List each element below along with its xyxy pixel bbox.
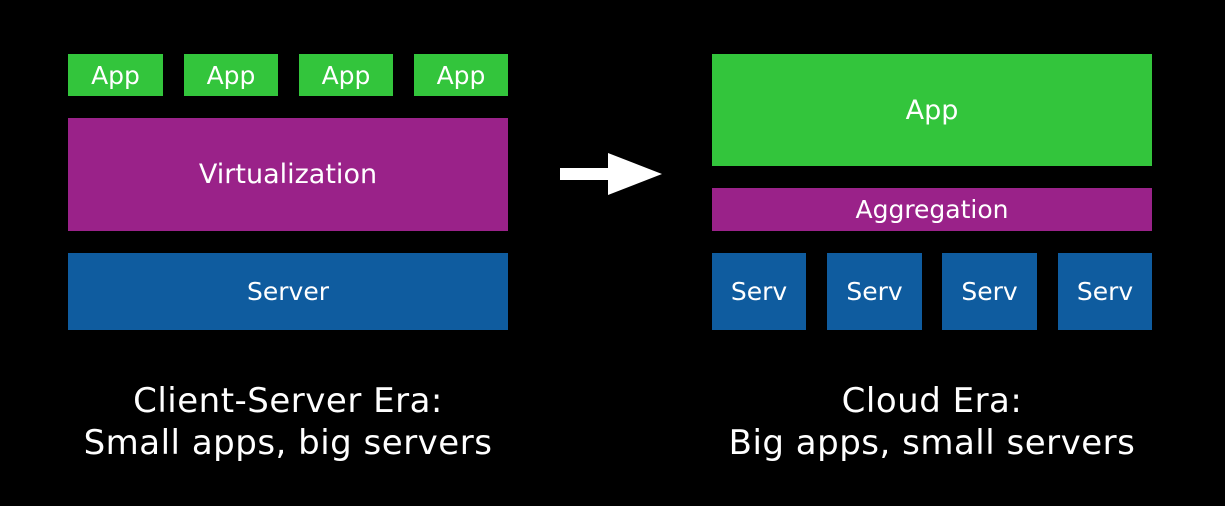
cloud-caption: Cloud Era: Big apps, small servers bbox=[712, 380, 1152, 464]
left-app-box-4: App bbox=[414, 54, 508, 96]
cloud-server-box-4: Serv bbox=[1058, 253, 1152, 330]
left-app-box-2: App bbox=[184, 54, 278, 96]
aggregation-layer: Aggregation bbox=[712, 188, 1152, 231]
cloud-caption-line1: Cloud Era: bbox=[841, 381, 1023, 421]
server-box: Server bbox=[68, 253, 508, 330]
left-app-box-1: App bbox=[68, 54, 163, 96]
virtualization-layer: Virtualization bbox=[68, 118, 508, 231]
cloud-server-box-2: Serv bbox=[827, 253, 922, 330]
left-app-box-3: App bbox=[299, 54, 393, 96]
client-server-caption-line2: Small apps, big servers bbox=[83, 423, 493, 463]
right-arrow-icon bbox=[560, 153, 662, 195]
cloud-app-box: App bbox=[712, 54, 1152, 166]
client-server-caption: Client-Server Era: Small apps, big serve… bbox=[68, 380, 508, 464]
cloud-server-box-1: Serv bbox=[712, 253, 806, 330]
cloud-server-box-3: Serv bbox=[942, 253, 1037, 330]
cloud-caption-line2: Big apps, small servers bbox=[728, 423, 1136, 463]
client-server-caption-line1: Client-Server Era: bbox=[133, 381, 443, 421]
